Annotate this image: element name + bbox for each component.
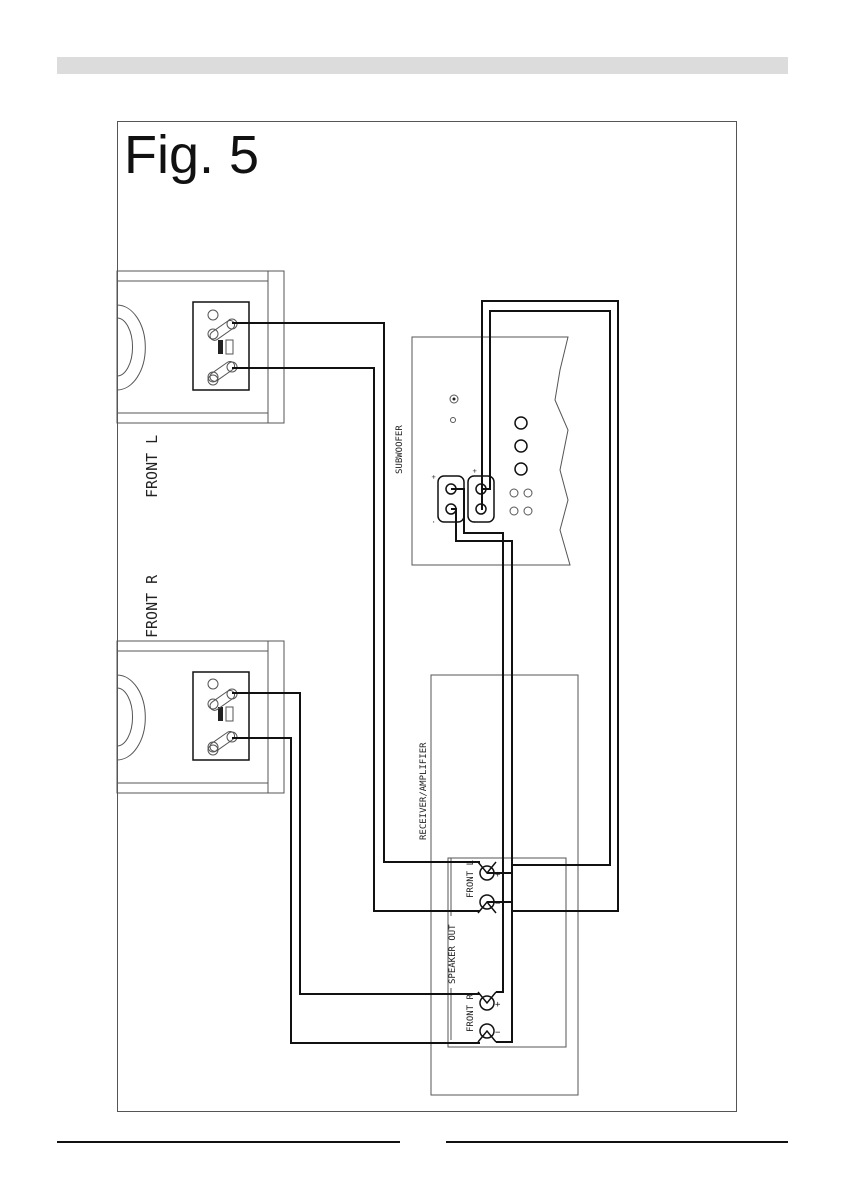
front-right-speaker	[117, 641, 284, 793]
knob-icon	[515, 463, 527, 475]
wire-front-left-minus	[232, 368, 480, 911]
plus-mark: +	[495, 870, 501, 880]
front-left-label: FRONT L	[143, 435, 161, 498]
wire-sub-right-plus	[451, 489, 503, 992]
receiver-front-r-label: FRONT R	[466, 993, 476, 1032]
sub-minus-mark: -	[430, 520, 438, 524]
minus-mark: −	[495, 899, 501, 909]
receiver-label: RECEIVER/AMPLIFIER	[419, 742, 429, 840]
wire-sub-left-plus	[481, 311, 610, 873]
wire-sub-left-minus	[481, 301, 618, 911]
subwoofer-label: SUBWOOFER	[395, 425, 405, 474]
speaker-out-label: SPEAKER OUT	[448, 924, 458, 984]
minus-mark: −	[495, 1028, 501, 1038]
wire-front-right-minus	[232, 738, 480, 1043]
front-right-label: FRONT R	[143, 574, 161, 638]
sub-plus-mark: +	[430, 475, 438, 479]
knob-icon	[515, 440, 527, 452]
receiver-panel	[431, 675, 578, 1095]
sub-plus-mark: +	[471, 469, 479, 473]
woofer-arc	[117, 305, 145, 390]
front-left-speaker	[117, 271, 284, 423]
plus-mark: +	[495, 1000, 501, 1010]
knob-icon	[515, 417, 527, 429]
footer-rule-left	[57, 1141, 400, 1143]
sub-terminal-block	[438, 476, 464, 522]
footer-rule-right	[446, 1141, 788, 1143]
sub-minus-mark: -	[471, 520, 479, 524]
wire-front-left-plus	[232, 323, 480, 862]
receiver-front-l-label: FRONT L	[466, 860, 476, 898]
